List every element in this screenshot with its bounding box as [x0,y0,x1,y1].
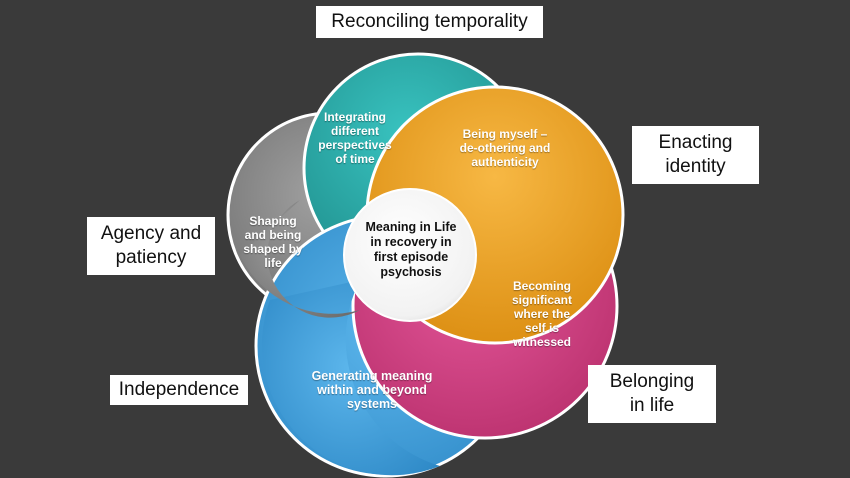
label-line: Reconciling temporality [331,11,528,32]
label-line: Independence [118,379,240,400]
label-line: in life [629,395,675,416]
label-line: identity [665,156,726,177]
petal-gray-label: Shaping and being shaped by life [228,214,318,270]
petal-blue-overlap [261,280,440,476]
petal-teal-line: of time [335,152,375,166]
center-title: Meaning in Life in recovery in first epi… [352,220,470,280]
center-title-line: psychosis [380,265,442,279]
petal-gray-line: shaped by [243,242,303,256]
petal-teal-line: different [331,124,379,138]
label-line: Enacting [658,132,733,153]
label-independence: Independence [110,375,248,405]
petal-gray-overlap [240,200,360,318]
petal-gray-line: Shaping [249,214,297,228]
petal-pink-line: witnessed [512,335,572,349]
label-belonging-in-life: Belonging in life [588,365,716,423]
petal-gray-line: and being [244,228,302,242]
petal-teal-label: Integrating different perspectives of ti… [305,110,405,166]
petal-orange-line: authenticity [471,155,539,169]
petal-teal-line: Integrating [324,110,386,124]
label-line: Agency and [100,223,202,244]
label-line: patiency [115,247,187,268]
label-line: Belonging [609,371,695,392]
petal-pink-line: significant [511,293,572,307]
center-circle [343,188,477,322]
petal-teal-line: perspectives [318,138,392,152]
petal-orange-line: de-othering and [459,141,551,155]
petal-gray-line: life [264,256,282,270]
label-enacting-identity: Enacting identity [632,126,759,184]
center-title-line: first episode [373,250,449,264]
petal-blue-line: Generating meaning [311,369,433,383]
petal-pink-label: Becoming significant where the self is w… [496,279,588,349]
label-agency-and-patiency: Agency and patiency [87,217,215,275]
petal-orange-line: Being myself – [462,127,548,141]
center-title-line: Meaning in Life [365,220,457,234]
petal-orange-label: Being myself – de-othering and authentic… [430,127,580,169]
label-reconciling-temporality: Reconciling temporality [316,6,543,38]
petal-blue-label: Generating meaning within and beyond sys… [292,369,452,411]
petal-pink-line: self is [524,321,560,335]
petal-pink-line: where the [513,307,570,321]
center-title-line: in recovery in [370,235,452,249]
petal-blue-line: within and beyond [317,383,427,397]
petal-pink-line: Becoming [512,279,571,293]
petal-blue-line: systems [346,397,398,411]
